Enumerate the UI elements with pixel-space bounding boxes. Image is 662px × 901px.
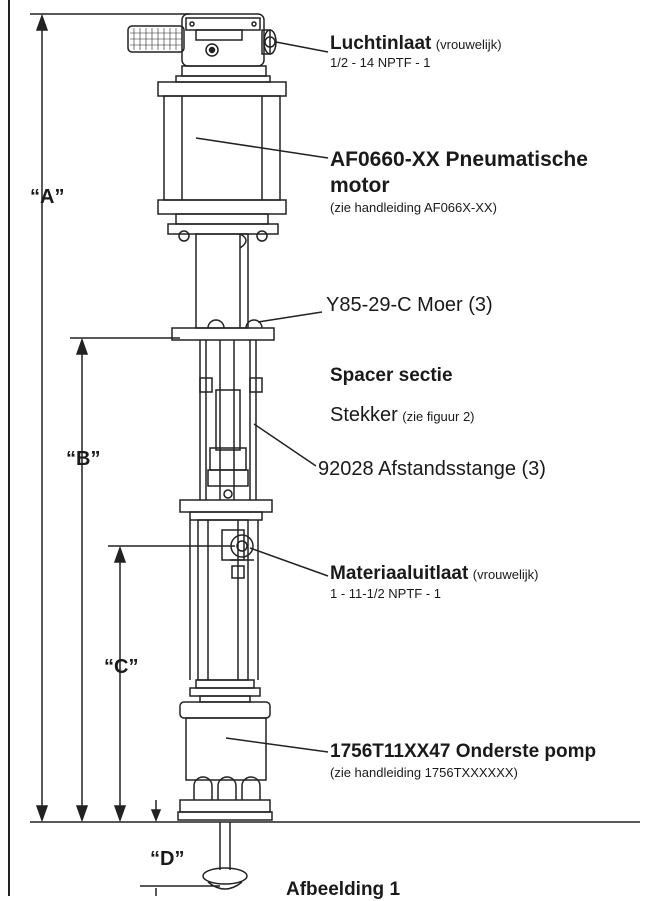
nut-right <box>245 319 263 329</box>
motor-title-line-2: motor <box>330 174 390 197</box>
motor-title-line-1: AF0660-XX Pneumatische <box>330 148 588 171</box>
lower-pump-top <box>179 701 271 719</box>
leader-nut <box>257 311 323 323</box>
valve-knob <box>205 43 219 57</box>
leader-air-inlet <box>275 41 329 53</box>
pump-foot-slot-2 <box>217 776 237 800</box>
figure-caption: Afbeelding 1 <box>286 879 401 900</box>
valve-top-plate <box>185 17 261 31</box>
left-border <box>0 0 10 896</box>
spacer-section-title: Spacer sectie <box>330 365 453 386</box>
lower-pump-base <box>179 799 271 813</box>
pump-title: 1756T11XX47 Onderste pomp <box>330 741 597 762</box>
rod-label: 92028 Afstandsstange (3) <box>318 458 546 480</box>
dim-a-arrow-bottom <box>35 805 49 823</box>
air-inlet-note: (vrouwelijk) <box>435 37 502 52</box>
outlet-title: Materiaaluitlaat <box>330 563 469 584</box>
dim-c-arrow-top <box>113 545 127 563</box>
pump-note: (zie handleiding 1756TXXXXXX) <box>330 765 518 780</box>
plug-note: (zie figuur 2) <box>402 409 475 424</box>
outlet-housing <box>197 519 249 681</box>
nut-label: Y85-29-C Moer (3) <box>326 294 493 316</box>
dim-a-arrow-top <box>35 13 49 31</box>
lower-pump-body <box>185 717 267 781</box>
dim-d-arrow-top <box>150 809 162 823</box>
dim-c-arrow-bottom <box>113 805 127 823</box>
outlet-label: Materiaaluitlaat (vrouwelijk) <box>330 563 539 585</box>
motor-note: (zie handleiding AF066X-XX) <box>330 200 497 215</box>
dim-b-arrow-bottom <box>75 805 89 823</box>
pump-foot-slot-1 <box>193 776 213 800</box>
air-inlet-label: Luchtinlaat (vrouwelijk) <box>330 33 502 55</box>
spacer-top-plate <box>171 327 275 341</box>
plug-label: Stekker (zie figuur 2) <box>330 404 475 426</box>
air-inlet-spec: 1/2 - 14 NPTF - 1 <box>330 55 431 70</box>
muffler <box>127 25 185 53</box>
dim-label-b: “B” <box>66 448 101 470</box>
leader-rod <box>253 423 317 467</box>
outlet-note: (vrouwelijk) <box>472 567 539 582</box>
dim-label-d: “D” <box>150 848 185 870</box>
nut-left <box>207 319 225 329</box>
leader-pump <box>225 737 329 753</box>
motor-top-plate <box>157 81 287 97</box>
air-inlet-title: Luchtinlaat <box>330 33 432 54</box>
spacer-bottom-plate <box>179 499 273 513</box>
plug-title: Stekker <box>330 404 398 426</box>
plug <box>215 389 241 451</box>
leader-outlet <box>249 547 329 577</box>
material-outlet-fitting <box>230 534 254 558</box>
pump-foot-slot-3 <box>241 776 261 800</box>
leader-motor <box>195 137 329 159</box>
motor-bottom-plate <box>157 199 287 215</box>
outlet-spec: 1 - 11-1/2 NPTF - 1 <box>330 586 442 601</box>
dim-label-c: “C” <box>104 656 139 678</box>
dim-label-a: “A” <box>30 186 65 208</box>
valve-label-plate <box>195 29 243 41</box>
foot-valve <box>202 867 248 885</box>
dim-b-arrow-top <box>75 337 89 355</box>
